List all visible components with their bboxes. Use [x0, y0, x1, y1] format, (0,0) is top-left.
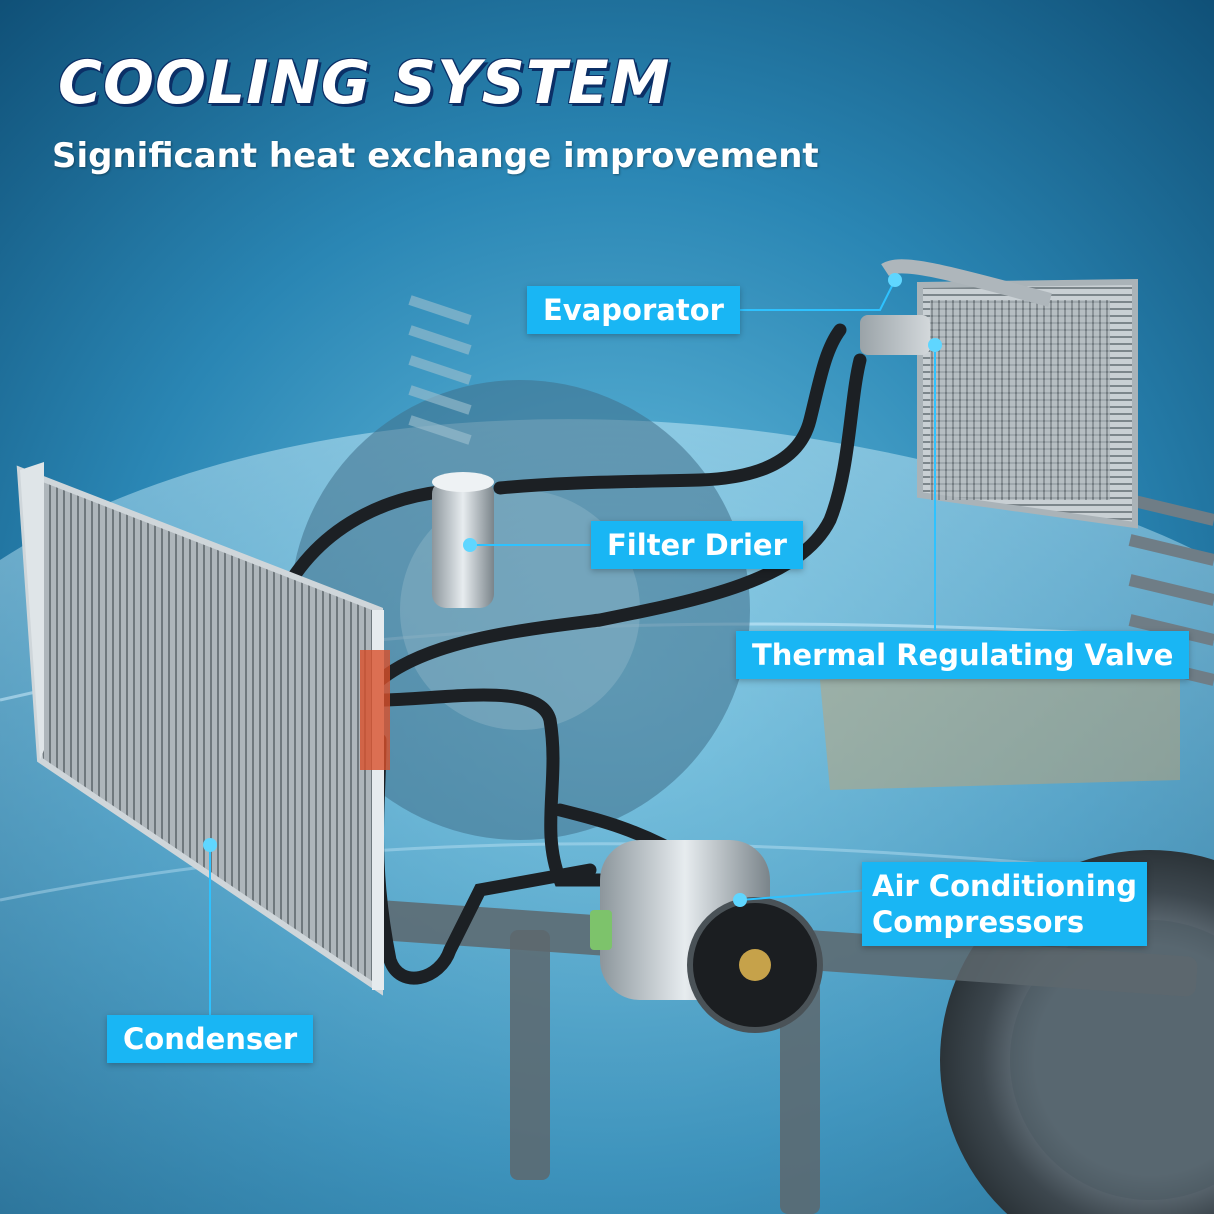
condenser [16, 462, 390, 996]
callout-thermal-valve-label: Thermal Regulating Valve [752, 638, 1174, 672]
leader-dots [203, 273, 942, 907]
callout-filter-drier: Filter Drier [591, 521, 803, 569]
callout-evaporator: Evaporator [527, 286, 740, 334]
ac-compressor [590, 840, 823, 1033]
headline: COOLING SYSTEM [58, 48, 671, 118]
callout-compressor-line2: Compressors [872, 905, 1085, 939]
evaporator [860, 259, 1138, 529]
callout-evaporator-label: Evaporator [543, 293, 724, 327]
callout-condenser-label: Condenser [123, 1022, 298, 1056]
suspension-spring-left [408, 295, 472, 445]
callout-condenser: Condenser [107, 1015, 314, 1063]
callout-filter-drier-label: Filter Drier [607, 528, 787, 562]
callout-compressor-line1: Air Conditioning [872, 869, 1138, 903]
leader-lines [209, 279, 936, 1015]
callout-thermal-regulating-valve: Thermal Regulating Valve [736, 631, 1190, 679]
subheadline: Significant heat exchange improvement [52, 136, 819, 176]
callout-air-conditioning-compressors: Air Conditioning Compressors [862, 862, 1148, 946]
suspension-spring-right [1128, 494, 1214, 686]
filter-drier [432, 472, 494, 608]
